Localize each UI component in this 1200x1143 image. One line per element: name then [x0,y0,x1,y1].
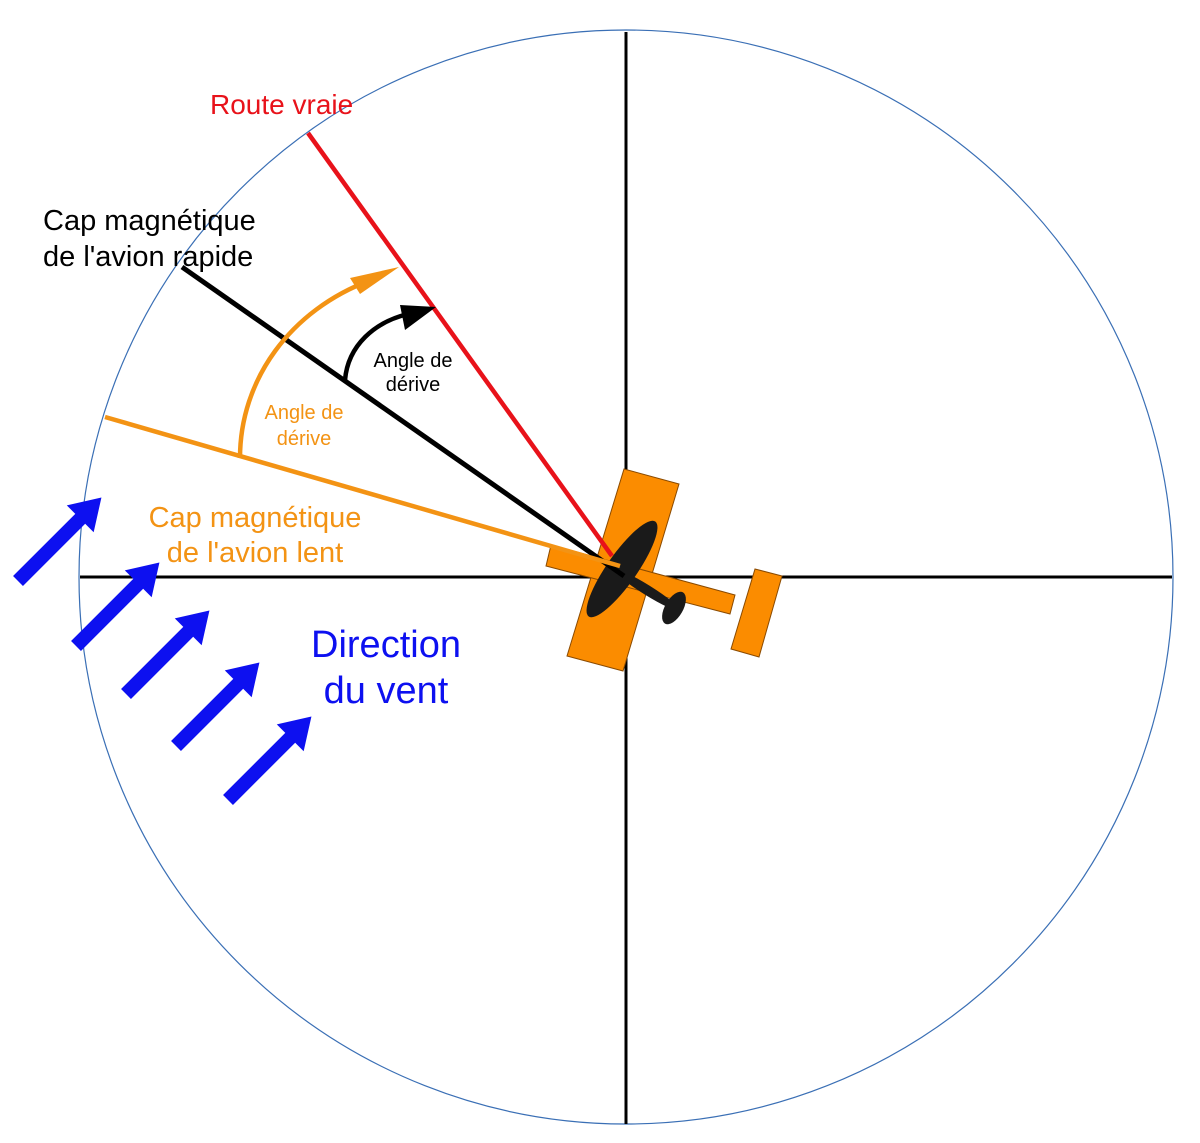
cap-rapide-line [180,264,626,579]
cap-rapide-label-line2: de l'avion rapide [43,241,253,273]
wind-arrows [13,497,312,805]
wind-arrow-icon [121,610,210,699]
orange-drift-arrowhead [350,267,399,294]
airplane-icon [545,468,783,672]
orange-drift-arc [237,277,372,459]
orange-drift-label-line1: Angle de [265,402,344,424]
black-drift-arrowhead [400,305,436,330]
black-drift-label-line1: Angle de [374,350,453,372]
orange-drift-label-line2: dérive [277,428,331,450]
black-drift-arc [342,311,409,381]
route-vraie-label: Route vraie [210,89,353,120]
wind-direction-label-line1: Direction [311,624,461,666]
wind-arrow-icon [171,662,260,751]
cap-rapide-label-line1: Cap magnétique [43,205,256,237]
cap-lent-line [104,414,621,569]
wind-direction-label-line2: du vent [324,670,449,712]
wind-arrow-icon [71,562,160,651]
route-vraie-line [306,131,614,558]
black-drift-label-line2: dérive [386,374,440,396]
cap-lent-label-line1: Cap magnétique [149,502,362,534]
wind-arrow-icon [13,497,102,586]
cap-lent-label-line2: de l'avion lent [167,537,343,569]
wind-arrow-icon [223,716,312,805]
